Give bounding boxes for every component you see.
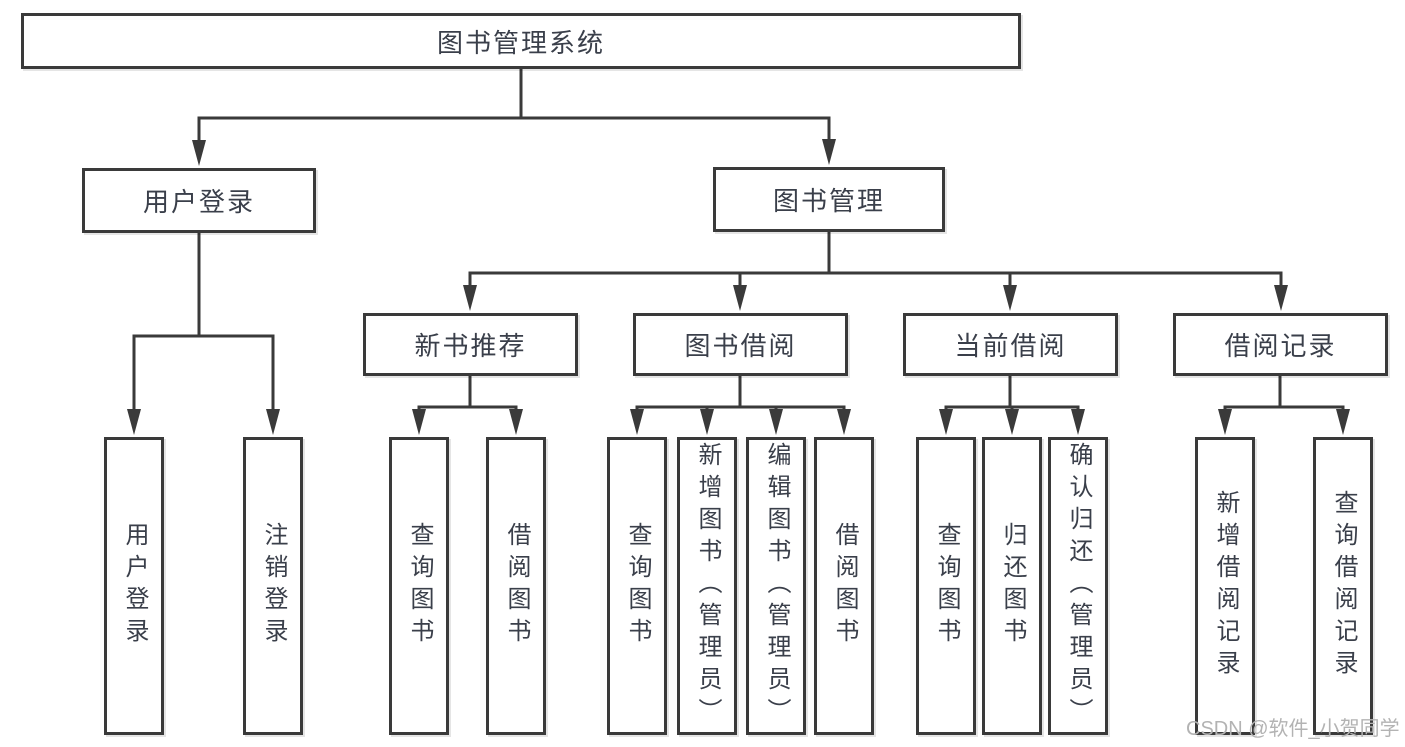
arrowhead-icon: [837, 409, 851, 435]
arrowhead-icon: [412, 409, 426, 435]
node-borrowing-edit-books-admin: 编辑图书（管理员）: [746, 437, 806, 735]
node-logout-label: 注销登录: [260, 522, 287, 650]
arrowhead-icon: [192, 140, 206, 166]
node-book-management: 图书管理: [713, 167, 945, 232]
arrowhead-icon: [266, 409, 280, 435]
node-current-return-books: 归还图书: [982, 437, 1042, 735]
node-logout: 注销登录: [243, 437, 303, 735]
node-borrowing-records: 借阅记录: [1173, 313, 1388, 376]
node-new-book-recommendation: 新书推荐: [363, 313, 578, 376]
arrowhead-icon: [1005, 409, 1019, 435]
node-user-login: 用户登录: [82, 168, 316, 233]
node-current-confirm-return-admin-label: 确认归还（管理员）: [1065, 442, 1092, 730]
node-current-borrowing: 当前借阅: [903, 313, 1118, 376]
node-borrowing-borrow-books: 借阅图书: [814, 437, 874, 735]
node-records-add-record-label: 新增借阅记录: [1212, 490, 1239, 682]
node-borrowing-query-books-label: 查询图书: [624, 522, 651, 650]
node-library-management-system: 图书管理系统: [21, 13, 1021, 69]
arrowhead-icon: [700, 409, 714, 435]
arrowhead-icon: [939, 409, 953, 435]
node-borrowing-add-books-admin: 新增图书（管理员）: [677, 437, 737, 735]
node-newbook-query-books-label: 查询图书: [406, 522, 433, 650]
arrowhead-icon: [509, 409, 523, 435]
node-login-label: 用户登录: [121, 522, 148, 650]
node-current-return-books-label: 归还图书: [999, 522, 1026, 650]
arrowhead-icon: [1336, 409, 1350, 435]
arrowhead-icon: [1218, 409, 1232, 435]
node-borrowing-edit-books-admin-label: 编辑图书（管理员）: [763, 442, 790, 730]
arrowhead-icon: [1071, 409, 1085, 435]
node-records-query-record: 查询借阅记录: [1313, 437, 1373, 735]
arrowhead-icon: [1003, 285, 1017, 311]
arrowhead-icon: [733, 285, 747, 311]
node-current-query-books-label: 查询图书: [933, 522, 960, 650]
node-records-query-record-label: 查询借阅记录: [1330, 490, 1357, 682]
arrowhead-icon: [822, 139, 836, 165]
node-borrowing-borrow-books-label: 借阅图书: [831, 522, 858, 650]
node-newbook-borrow-books-label: 借阅图书: [503, 522, 530, 650]
arrowhead-icon: [463, 285, 477, 311]
node-current-query-books: 查询图书: [916, 437, 976, 735]
node-borrowing-add-books-admin-label: 新增图书（管理员）: [694, 442, 721, 730]
node-book-borrowing: 图书借阅: [633, 313, 848, 376]
node-newbook-borrow-books: 借阅图书: [486, 437, 546, 735]
node-newbook-query-books: 查询图书: [389, 437, 449, 735]
node-current-confirm-return-admin: 确认归还（管理员）: [1048, 437, 1108, 735]
node-borrowing-query-books: 查询图书: [607, 437, 667, 735]
arrowhead-icon: [769, 409, 783, 435]
arrowhead-icon: [1274, 285, 1288, 311]
node-records-add-record: 新增借阅记录: [1195, 437, 1255, 735]
arrowhead-icon: [630, 409, 644, 435]
node-login: 用户登录: [104, 437, 164, 735]
csdn-watermark: CSDN @软件_小贺同学: [1186, 718, 1400, 740]
arrowhead-icon: [127, 409, 141, 435]
